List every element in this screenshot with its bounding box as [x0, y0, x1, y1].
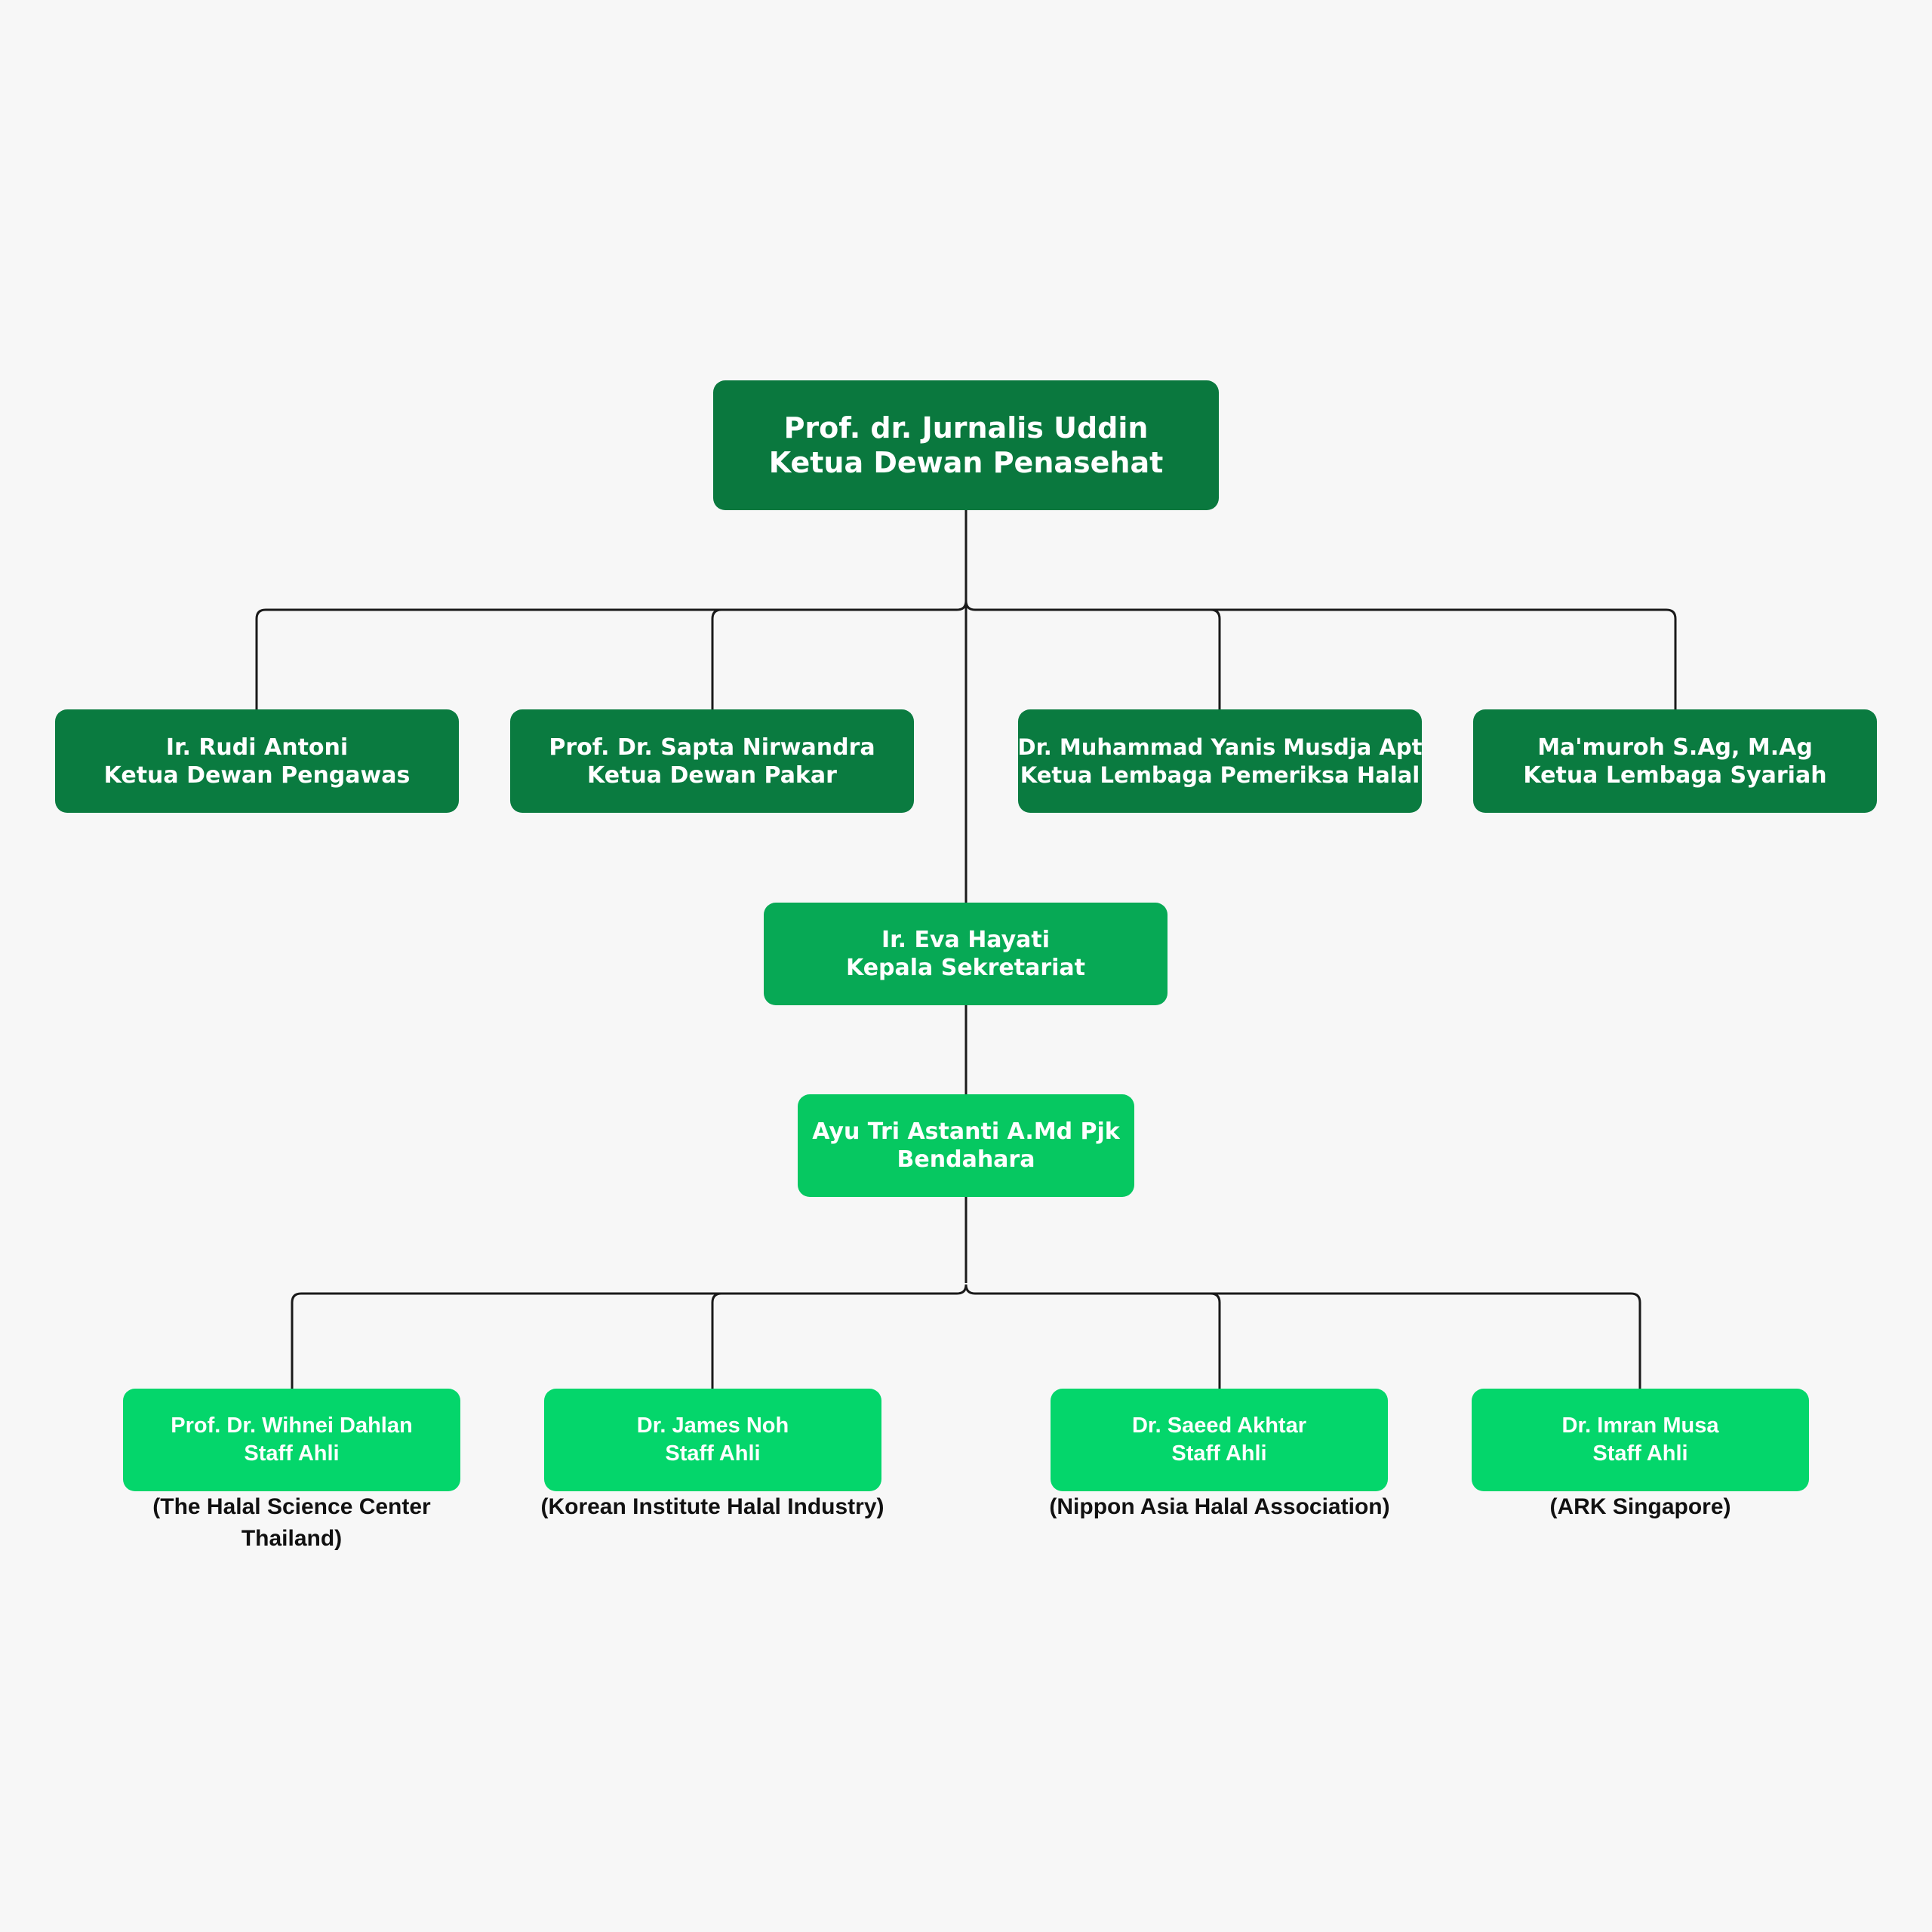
- node-head-name: Prof. dr. Jurnalis Uddin: [783, 411, 1149, 445]
- node-board-1: Ir. Rudi Antoni Ketua Dewan Pengawas: [55, 709, 459, 813]
- node-staff-3: Dr. Saeed Akhtar Staff Ahli: [1051, 1389, 1388, 1491]
- staff-3-affiliation: (Nippon Asia Halal Association): [1049, 1494, 1390, 1519]
- node-board-4: Ma'muroh S.Ag, M.Ag Ketua Lembaga Syaria…: [1473, 709, 1877, 813]
- node-staff-2-name: Dr. James Noh: [636, 1414, 789, 1438]
- node-board-2-role: Ketua Dewan Pakar: [587, 761, 837, 789]
- connector-staff-3: [1210, 1292, 1221, 1389]
- node-board-3: Dr. Muhammad Yanis Musdja Apt Ketua Lemb…: [1017, 709, 1423, 813]
- node-staff-4: Dr. Imran Musa Staff Ahli: [1472, 1389, 1809, 1491]
- connector-board-bus: [255, 600, 968, 709]
- node-head-role: Ketua Dewan Penasehat: [768, 446, 1164, 479]
- node-staff-2-role: Staff Ahli: [665, 1441, 761, 1466]
- node-treasurer-role: Bendahara: [897, 1146, 1035, 1173]
- node-staff-4-name: Dr. Imran Musa: [1561, 1414, 1719, 1438]
- staff-1-affiliation: (The Halal Science Center Thailand): [152, 1494, 431, 1551]
- node-staff-1-role: Staff Ahli: [244, 1441, 340, 1466]
- node-secretariat-name: Ir. Eva Hayati: [881, 927, 1051, 953]
- node-treasurer: Ayu Tri Astanti A.Md Pjk Bendahara: [798, 1094, 1134, 1197]
- node-staff-2: Dr. James Noh Staff Ahli: [544, 1389, 881, 1491]
- node-board-3-role: Ketua Lembaga Pemeriksa Halal: [1020, 761, 1420, 788]
- node-board-2: Prof. Dr. Sapta Nirwandra Ketua Dewan Pa…: [510, 709, 914, 813]
- node-board-1-name: Ir. Rudi Antoni: [165, 734, 349, 761]
- node-secretariat-role: Kepala Sekretariat: [845, 955, 1086, 981]
- connector-staff-2: [711, 1292, 722, 1389]
- node-staff-3-role: Staff Ahli: [1171, 1441, 1267, 1466]
- node-secretariat: Ir. Eva Hayati Kepala Sekretariat: [764, 903, 1168, 1005]
- node-staff-4-role: Staff Ahli: [1592, 1441, 1688, 1466]
- node-board-3-name: Dr. Muhammad Yanis Musdja Apt: [1017, 734, 1423, 760]
- node-staff-1: Prof. Dr. Wihnei Dahlan Staff Ahli: [123, 1389, 460, 1491]
- node-board-1-role: Ketua Dewan Pengawas: [103, 761, 411, 789]
- node-head: Prof. dr. Jurnalis Uddin Ketua Dewan Pen…: [713, 380, 1219, 510]
- node-treasurer-name: Ayu Tri Astanti A.Md Pjk: [812, 1118, 1120, 1145]
- connector-board-bus-right: [964, 600, 1677, 709]
- staff-4-affiliation: (ARK Singapore): [1549, 1494, 1731, 1519]
- node-staff-3-name: Dr. Saeed Akhtar: [1131, 1414, 1307, 1438]
- node-staff-1-name: Prof. Dr. Wihnei Dahlan: [171, 1414, 413, 1438]
- connector-board-2: [711, 608, 722, 709]
- node-board-4-name: Ma'muroh S.Ag, M.Ag: [1537, 734, 1813, 761]
- connector-staff-bus-right: [964, 1284, 1641, 1389]
- connector-staff-bus-left: [291, 1284, 968, 1389]
- node-board-2-name: Prof. Dr. Sapta Nirwandra: [549, 734, 875, 761]
- node-board-4-role: Ketua Lembaga Syariah: [1523, 761, 1827, 789]
- staff-2-affiliation: (Korean Institute Halal Industry): [540, 1494, 884, 1519]
- connector-board-3: [1210, 608, 1221, 709]
